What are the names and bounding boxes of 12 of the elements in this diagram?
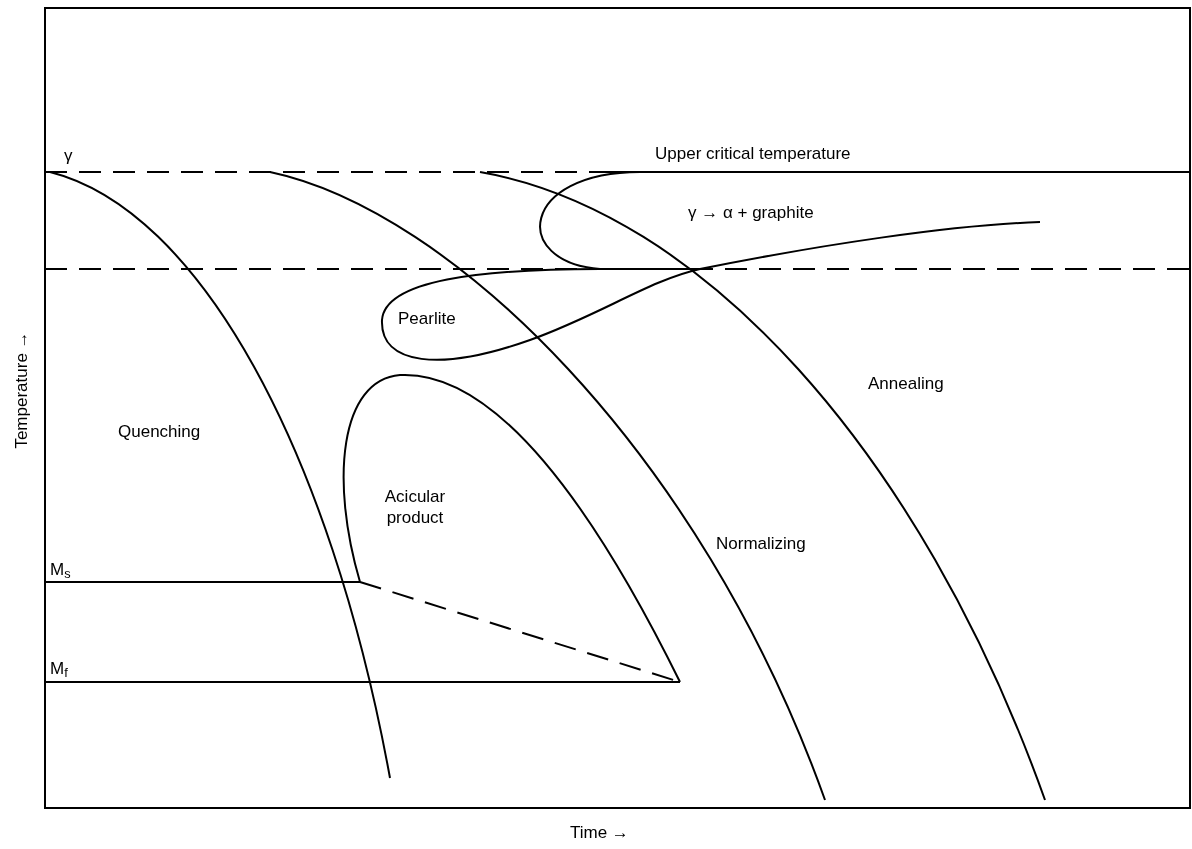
axis-label: Temperature → (11, 331, 33, 449)
region-label: M$_{s}$ (50, 559, 71, 581)
region-label: γ (64, 145, 73, 167)
axis-label: Time → (570, 822, 629, 844)
region-label: Upper critical temperature (655, 143, 851, 165)
region-label: Quenching (118, 421, 201, 443)
region-label: Pearlite (398, 308, 456, 330)
region-label: Acicular product (383, 486, 447, 529)
region-label: Normalizing (716, 533, 806, 555)
region-label: Annealing (868, 373, 944, 395)
region-label: M$_{f}$ (50, 658, 68, 680)
region-label: γ → α + graphite (688, 202, 814, 224)
